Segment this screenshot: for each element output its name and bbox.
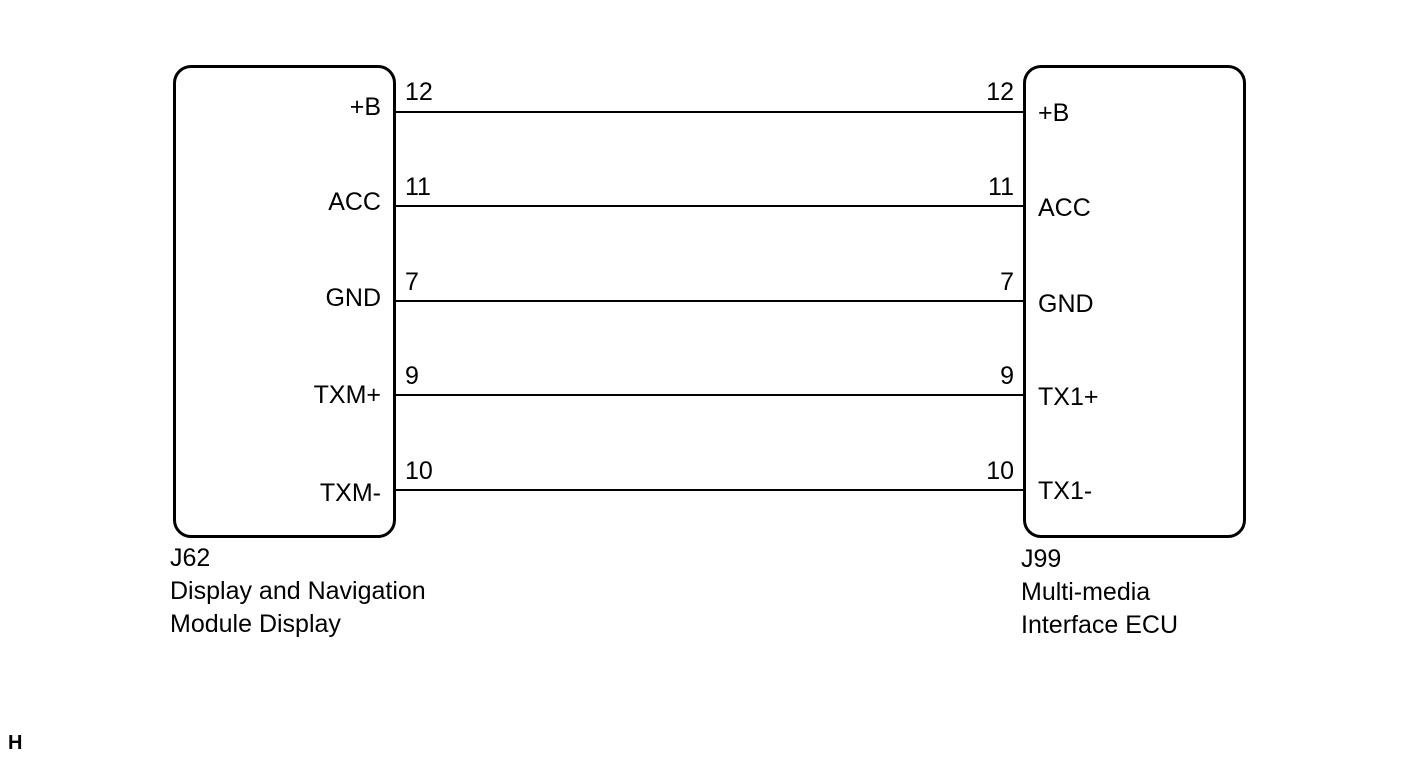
right-connector-box: [1023, 65, 1246, 538]
right-pin-number: 9: [1000, 362, 1014, 390]
left-terminal-label: +B: [349, 93, 381, 121]
left-pin-number: 9: [405, 362, 419, 390]
left-terminal-label: TXM+: [313, 381, 381, 409]
right-terminal-label: TX1-: [1038, 477, 1093, 505]
left-terminal-label: ACC: [328, 188, 381, 216]
left-pin-number: 12: [405, 78, 433, 106]
right-pin-number: 7: [1000, 268, 1014, 296]
left-terminal-label: GND: [325, 284, 381, 312]
right-component-name-line2: Interface ECU: [1021, 611, 1179, 639]
left-pin-number: 7: [405, 268, 419, 296]
left-component-code: J62: [170, 544, 211, 572]
right-pin-number: 12: [986, 78, 1014, 106]
left-component-name-line1: Display and Navigation: [170, 577, 426, 605]
right-component-name-line1: Multi-media: [1021, 578, 1151, 606]
left-pin-number: 11: [405, 173, 431, 201]
right-terminal-label: GND: [1038, 290, 1094, 318]
right-terminal-label: +B: [1038, 99, 1070, 127]
right-component-code: J99: [1021, 545, 1062, 573]
right-pin-number: 11: [988, 173, 1014, 201]
left-component-name-line2: Module Display: [170, 610, 341, 638]
right-terminal-label: ACC: [1038, 194, 1091, 222]
right-terminal-label: TX1+: [1038, 383, 1099, 411]
footer-mark: H: [8, 732, 23, 754]
left-terminal-label: TXM-: [319, 479, 381, 507]
left-component-caption: J62 Display and Navigation Module Displa…: [170, 542, 426, 641]
right-pin-number: 10: [986, 457, 1014, 485]
left-pin-number: 10: [405, 457, 433, 485]
left-connector-box: [173, 65, 396, 538]
right-component-caption: J99 Multi-media Interface ECU: [1021, 543, 1178, 642]
